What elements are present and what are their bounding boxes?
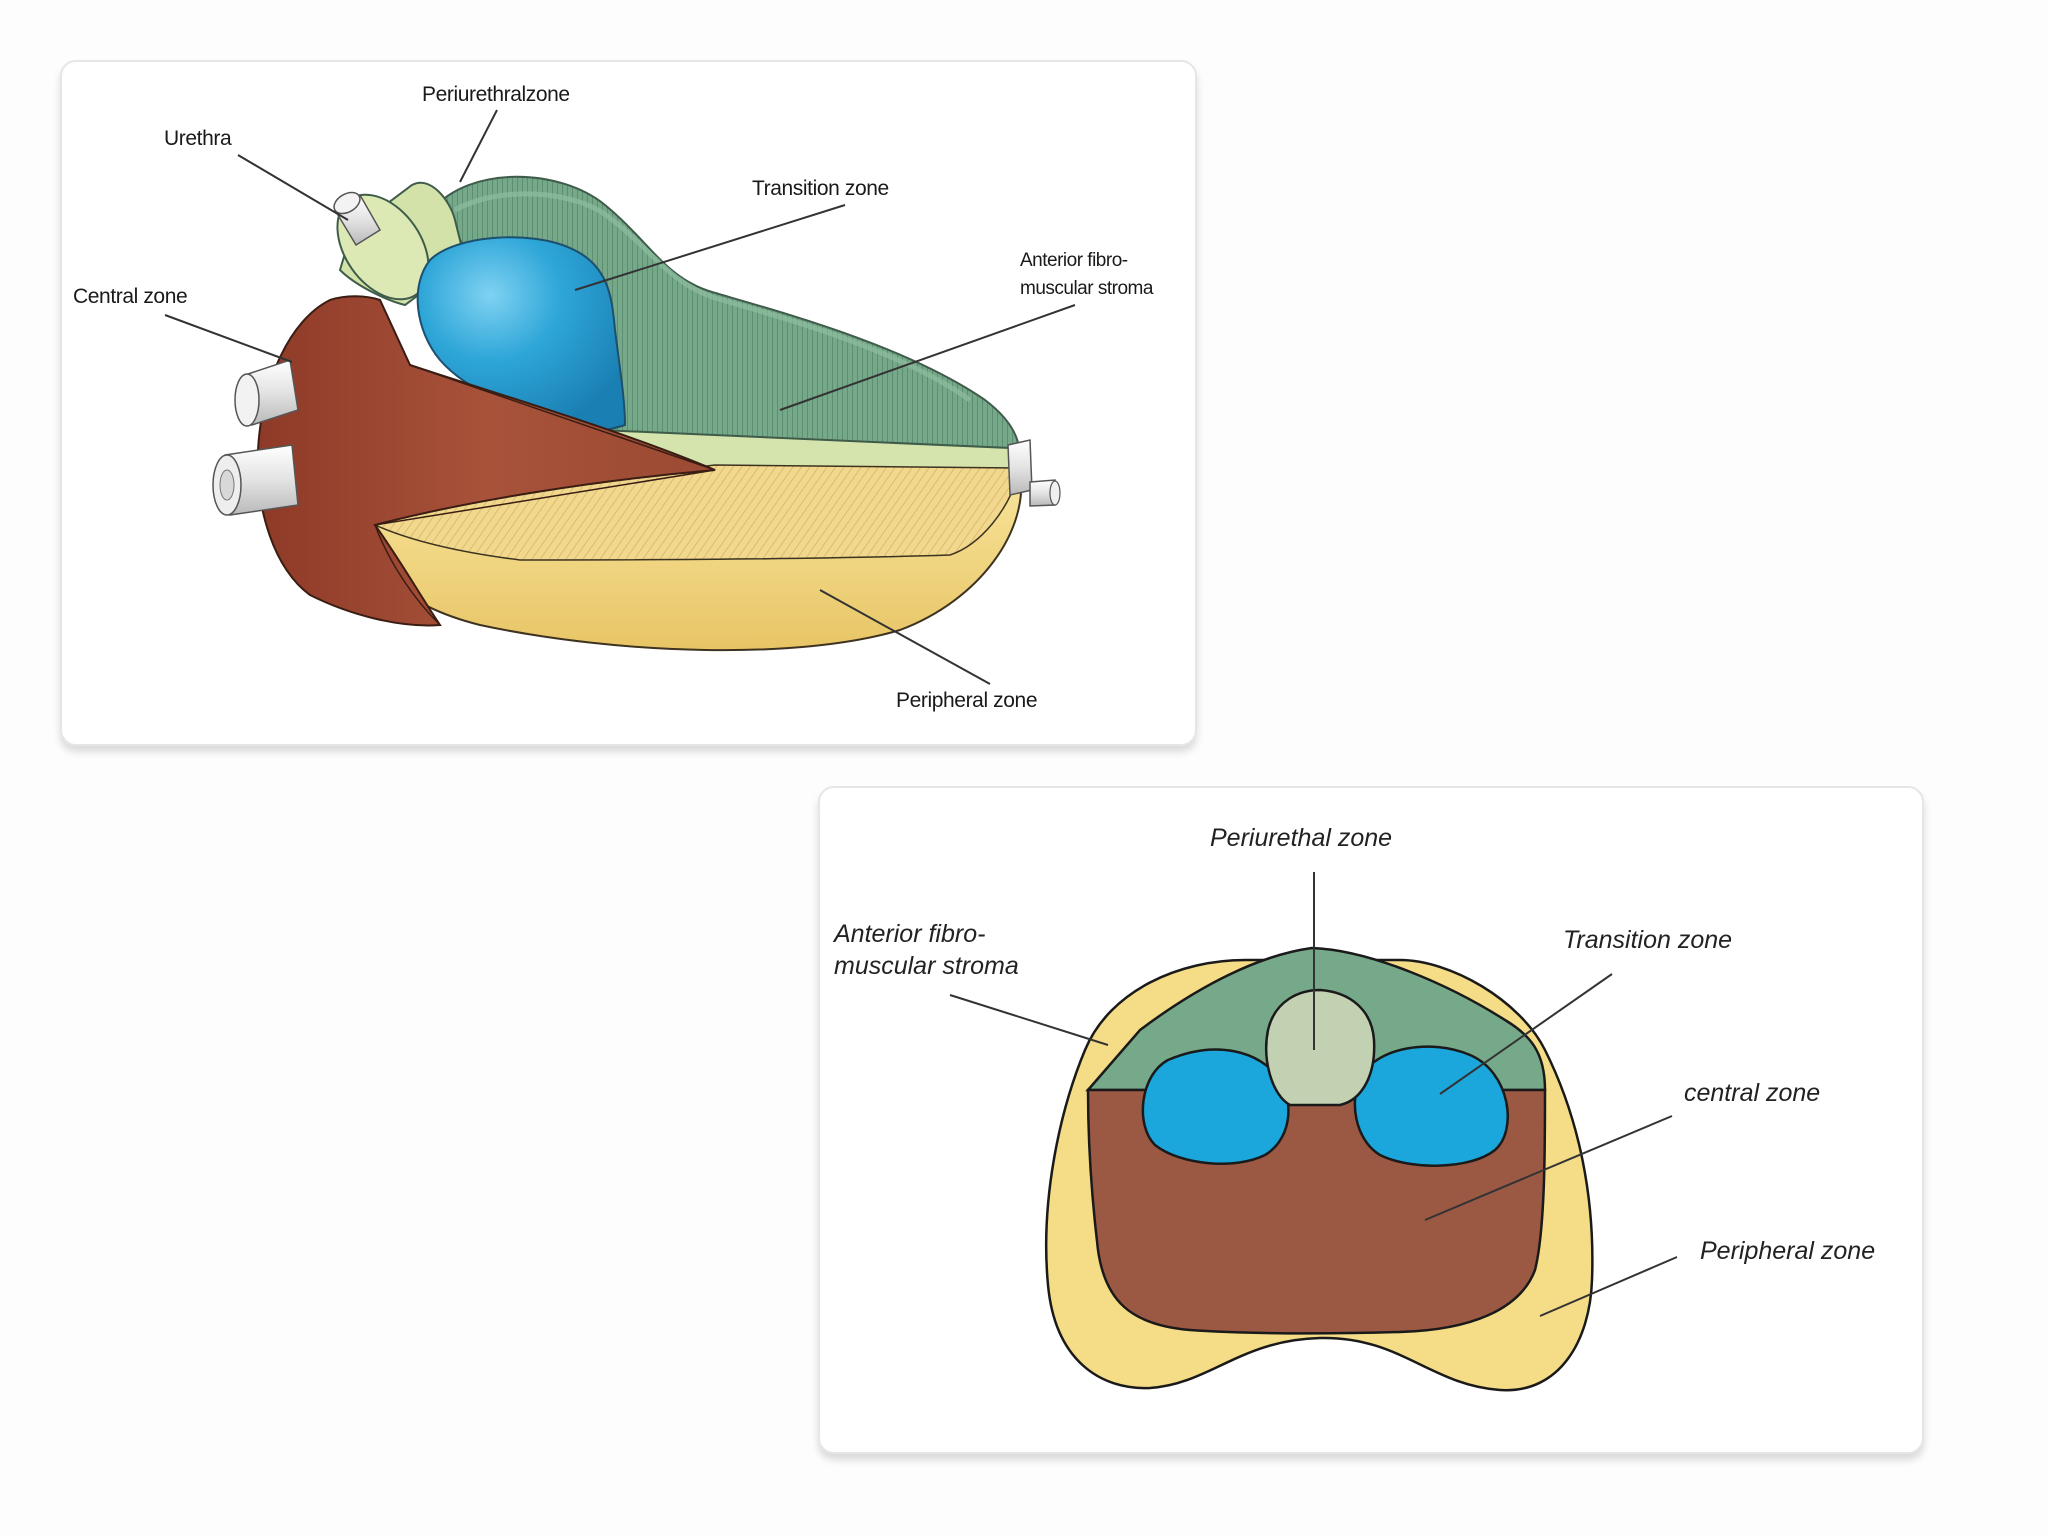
label-anterior-stroma-cs-line2: muscular stroma	[834, 952, 1019, 980]
urethra-exit	[1007, 439, 1033, 496]
label-anterior-stroma-cs-line1: Anterior fibro-	[832, 920, 985, 948]
transition-zone-left-cs	[1141, 1048, 1290, 1165]
prostate-3d-illustration	[212, 175, 1061, 652]
label-central-zone-cs: central zone	[1684, 1079, 1820, 1107]
label-peripheral-zone-3d: Peripheral zone	[896, 689, 1037, 712]
label-urethra-3d: Urethra	[164, 127, 232, 150]
leader-lines-3d	[164, 109, 1076, 685]
label-anterior-stroma-3d-line1: Anterior fibro-	[1020, 250, 1128, 271]
label-transition-zone-3d: Transition zone	[752, 177, 889, 200]
label-peripheral-zone-cs: Peripheral zone	[1700, 1237, 1875, 1265]
label-transition-zone-cs: Transition zone	[1563, 926, 1732, 954]
duct-tubes	[212, 359, 299, 516]
leader-lines-cs	[949, 872, 1678, 1317]
transition-zone-right-cs	[1353, 1045, 1509, 1167]
label-anterior-stroma-3d-line2: muscular stroma	[1020, 278, 1154, 299]
label-central-zone-3d: Central zone	[73, 285, 187, 308]
labels-cs: Periurethal zone Anterior fibro- muscula…	[832, 824, 1875, 1265]
transition-zone-3d	[416, 236, 627, 432]
label-periurethral-zone-3d: Periurethralzone	[422, 83, 570, 106]
prostate-cross-section	[1045, 946, 1594, 1392]
periurethral-zone-cs	[1265, 988, 1376, 1107]
label-periurethral-zone-cs: Periurethal zone	[1210, 824, 1392, 852]
labels-3d: Periurethralzone Urethra Transition zone…	[73, 83, 1154, 712]
